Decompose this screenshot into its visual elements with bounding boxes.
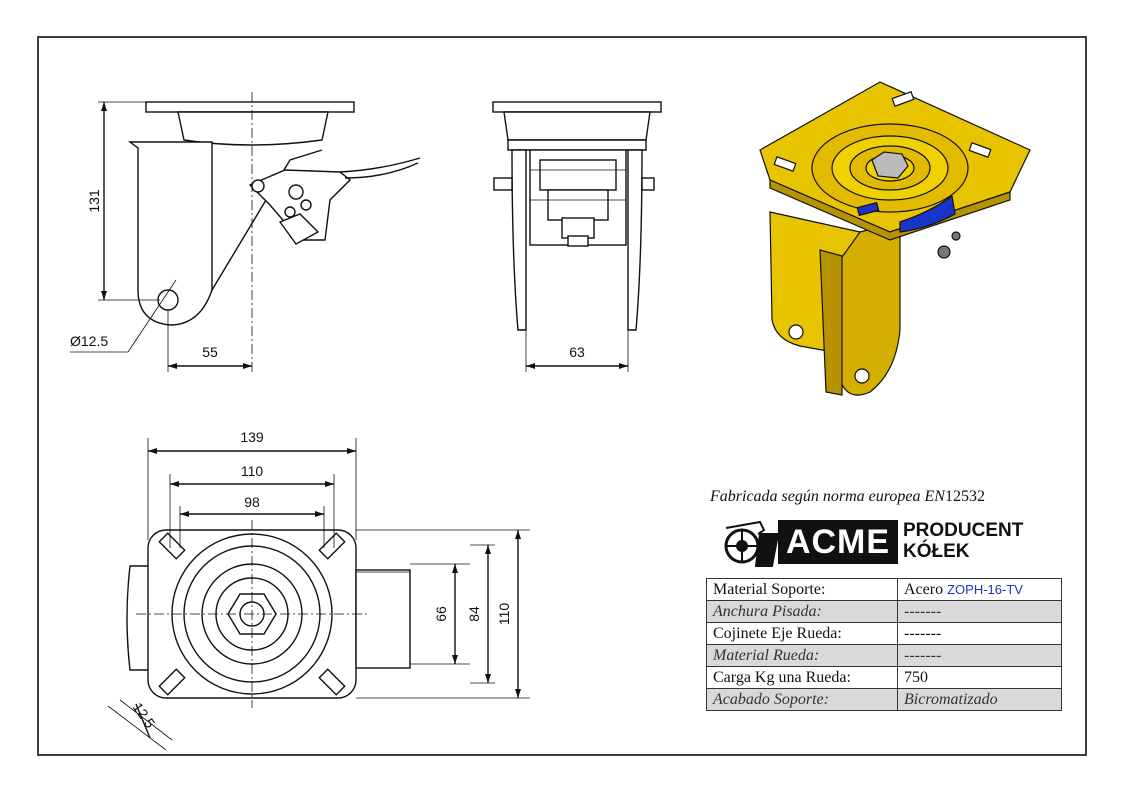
spec-label: Anchura Pisada: [706,600,898,623]
sheet-border [37,36,1087,756]
logo-brand: ACME [778,520,898,564]
logo-tagline: PRODUCENT KÓŁEK [903,520,1023,562]
front-view: 63 [492,101,662,372]
spec-value: ------- [897,644,1062,667]
dim-side-offset: 55 [202,344,218,360]
top-view: 139 110 98 66 84 110 12.5 [107,429,530,751]
spec-label: Carga Kg una Rueda: [706,666,898,689]
dim-top-overall: 139 [240,429,264,445]
spec-label: Material Soporte: [706,578,898,601]
dim-top-holes-inner: 98 [244,494,260,510]
spec-value: 750 [897,666,1062,689]
dim-top-84: 84 [466,606,482,622]
dim-front-width: 63 [569,344,585,360]
side-view: 131 55 Ø12.5 [70,92,421,372]
spec-label: Acabado Soporte: [706,688,898,711]
spec-row: Carga Kg una Rueda: 750 [706,666,1062,689]
dim-side-hole: Ø12.5 [70,333,108,349]
spec-value: ------- [897,622,1062,645]
caster-logo-icon [724,520,780,567]
dim-top-110: 110 [496,603,512,626]
standard-note-number: 12532 [944,488,985,505]
spec-row: Material Rueda: ------- [706,644,1062,667]
spec-label: Material Rueda: [706,644,898,667]
logo-line-1: PRODUCENT [903,520,1024,541]
spec-value-text: Acero [904,580,944,598]
standard-note-text: Fabricada según norma europea EN [710,488,945,505]
spec-row: Anchura Pisada: ------- [706,600,1062,623]
spec-row: Cojinete Eje Rueda: ------- [706,622,1062,645]
dim-top-holes-outer: 110 [241,463,264,479]
isometric-view [759,81,1031,396]
company-logo: ACME PRODUCENT KÓŁEK [720,518,1060,568]
spec-value: Bicromatizado [897,688,1062,711]
dim-side-height: 131 [86,189,102,213]
spec-value: ------- [897,600,1062,623]
spec-row: Acabado Soporte: Bicromatizado [706,688,1062,711]
product-code: ZOPH-16-TV [947,581,1023,597]
standard-note: Fabricada según norma europea EN12532 [710,488,1060,506]
logo-line-2: KÓŁEK [903,541,970,562]
dim-top-66: 66 [433,606,449,622]
spec-label: Cojinete Eje Rueda: [706,622,898,645]
